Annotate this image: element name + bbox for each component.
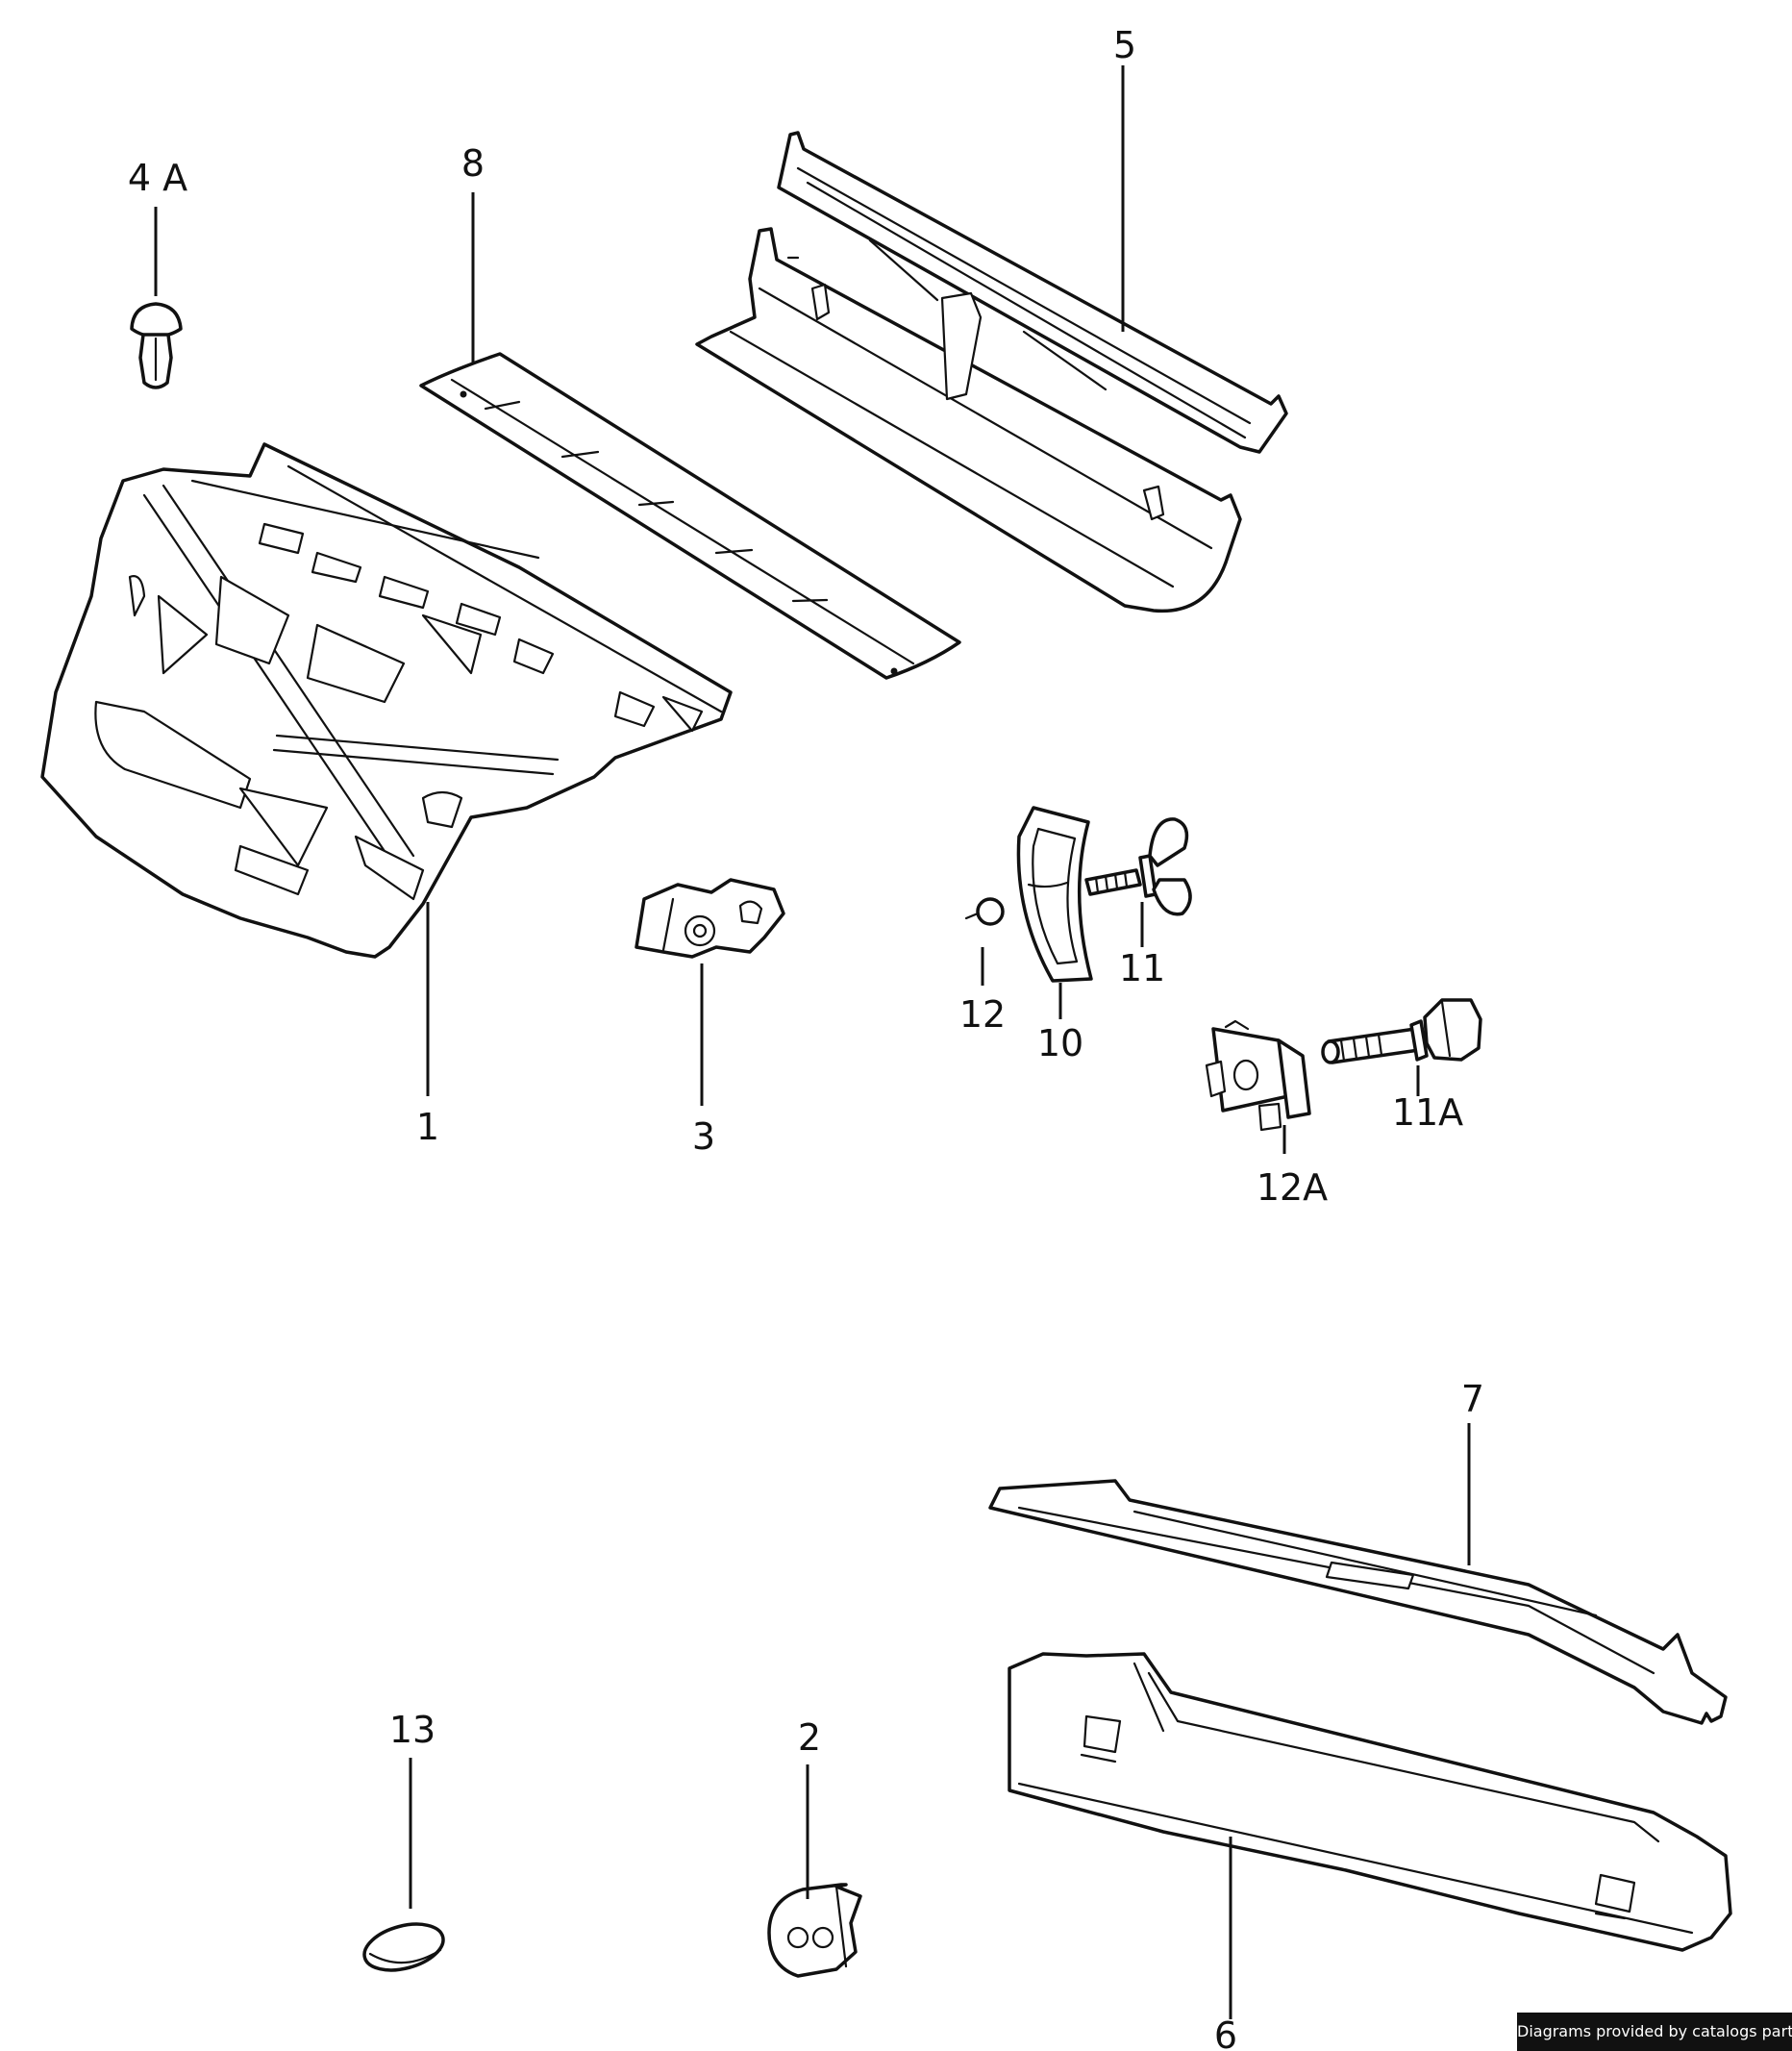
part-10-plate — [1016, 806, 1093, 983]
callout-10: 10 — [1037, 1022, 1083, 1064]
callout-4a: 4 A — [128, 157, 187, 199]
callout-11a: 11A — [1392, 1091, 1463, 1134]
callout-5: 5 — [1113, 24, 1136, 66]
part-4a-clip — [130, 302, 183, 389]
callout-3: 3 — [692, 1115, 715, 1158]
callout-12: 12 — [959, 993, 1006, 1036]
part-5-cross-member — [695, 131, 1288, 613]
part-2-bracket — [767, 1883, 862, 1978]
part-1-rear-panel — [40, 442, 733, 959]
credit-badge: Diagrams provided by catalogs parts — [1517, 2013, 1792, 2051]
callout-13: 13 — [389, 1709, 436, 1751]
callout-11: 11 — [1119, 947, 1165, 989]
part-11-wing-bolt — [1084, 817, 1192, 916]
part-11a-bolt — [1321, 998, 1482, 1064]
callout-2: 2 — [798, 1716, 821, 1759]
callout-7: 7 — [1461, 1378, 1484, 1420]
callout-8: 8 — [461, 142, 485, 185]
callout-6: 6 — [1214, 2014, 1237, 2051]
part-6-lower-panel — [1008, 1652, 1732, 1952]
part-13-plug — [362, 1922, 445, 1972]
part-7-upper-trim — [988, 1479, 1728, 1725]
callout-12a: 12A — [1257, 1166, 1328, 1209]
part-8-strip — [419, 352, 961, 680]
callout-1: 1 — [416, 1106, 439, 1148]
part-12-washer — [964, 897, 1005, 926]
part-3-bracket — [635, 878, 785, 959]
part-12a-clip-nut — [1205, 1019, 1311, 1132]
